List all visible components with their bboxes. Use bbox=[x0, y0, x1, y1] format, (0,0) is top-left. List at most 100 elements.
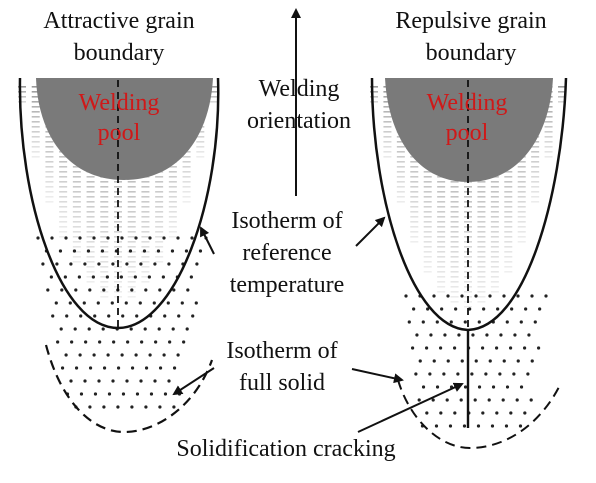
grain-mark bbox=[72, 166, 81, 168]
grain-mark bbox=[18, 96, 26, 98]
equiaxed-dot bbox=[512, 372, 516, 376]
equiaxed-dot bbox=[133, 275, 137, 279]
grain-mark bbox=[410, 161, 419, 163]
solid-isotherm-label: Isotherm of full solid bbox=[204, 338, 360, 396]
grain-mark bbox=[141, 261, 150, 263]
grain-mark bbox=[370, 96, 378, 98]
grain-mark bbox=[410, 236, 419, 238]
grain-mark bbox=[544, 146, 553, 148]
grain-mark bbox=[86, 276, 95, 278]
grain-mark bbox=[558, 96, 566, 98]
grain-mark bbox=[396, 191, 405, 193]
equiaxed-dot bbox=[128, 249, 133, 253]
equiaxed-dot bbox=[426, 307, 430, 311]
grain-mark bbox=[410, 191, 419, 193]
equiaxed-dot bbox=[460, 359, 464, 363]
equiaxed-dot bbox=[448, 424, 453, 428]
equiaxed-dot bbox=[78, 353, 82, 357]
grain-mark bbox=[504, 206, 513, 208]
grain-mark bbox=[45, 136, 54, 138]
equiaxed-dot bbox=[55, 262, 59, 266]
grain-mark bbox=[437, 186, 446, 188]
equiaxed-dot bbox=[415, 333, 419, 337]
grain-mark bbox=[45, 186, 54, 188]
grain-mark bbox=[196, 136, 205, 138]
grain-mark bbox=[210, 91, 218, 93]
equiaxed-dot bbox=[191, 314, 195, 318]
equiaxed-dot bbox=[487, 398, 491, 402]
grain-mark bbox=[155, 206, 164, 208]
grain-mark bbox=[127, 286, 136, 288]
grain-mark bbox=[477, 216, 486, 218]
grain-mark bbox=[114, 196, 122, 198]
equiaxed-dot bbox=[172, 288, 176, 292]
grain-mark bbox=[531, 186, 540, 188]
grain-mark bbox=[182, 161, 191, 163]
equiaxed-dot bbox=[93, 314, 97, 318]
equiaxed-dot bbox=[163, 314, 167, 318]
grain-mark bbox=[464, 221, 472, 223]
equiaxed-dot bbox=[134, 236, 138, 240]
grain-mark bbox=[114, 211, 122, 213]
grain-mark bbox=[100, 241, 109, 243]
grain-mark bbox=[437, 181, 446, 183]
equiaxed-dot bbox=[162, 236, 166, 240]
equiaxed-dot bbox=[414, 372, 418, 376]
grain-mark bbox=[396, 201, 405, 203]
grain-mark bbox=[72, 186, 81, 188]
grain-mark bbox=[504, 196, 513, 198]
grain-mark bbox=[100, 246, 109, 248]
grain-mark bbox=[100, 261, 109, 263]
grain-mark bbox=[141, 221, 150, 223]
grain-mark bbox=[141, 266, 150, 268]
equiaxed-dot bbox=[177, 392, 182, 396]
grain-mark bbox=[31, 151, 40, 153]
equiaxed-dot bbox=[69, 262, 73, 266]
grain-mark bbox=[72, 216, 81, 218]
grain-mark bbox=[182, 176, 191, 178]
equiaxed-dot bbox=[424, 346, 429, 350]
equiaxed-dot bbox=[459, 398, 463, 402]
grain-mark bbox=[450, 301, 459, 303]
equiaxed-dot bbox=[474, 294, 478, 298]
equiaxed-dot bbox=[68, 301, 72, 305]
grain-mark bbox=[504, 176, 513, 178]
equiaxed-dot bbox=[107, 392, 112, 396]
equiaxed-dot bbox=[445, 398, 449, 402]
grain-mark bbox=[437, 286, 446, 288]
grain-mark bbox=[396, 181, 405, 183]
equiaxed-dot bbox=[74, 288, 78, 292]
grain-mark bbox=[517, 216, 526, 218]
grain-mark bbox=[464, 281, 472, 283]
grain-mark bbox=[450, 286, 459, 288]
grain-mark bbox=[531, 166, 540, 168]
grain-mark bbox=[114, 271, 122, 273]
grain-mark bbox=[31, 86, 40, 88]
equiaxed-dot bbox=[50, 236, 54, 240]
grain-mark bbox=[410, 206, 419, 208]
grain-mark bbox=[31, 101, 40, 103]
grain-mark bbox=[59, 166, 68, 168]
grain-mark bbox=[396, 146, 405, 148]
equiaxed-dot bbox=[64, 236, 68, 240]
equiaxed-dot bbox=[78, 236, 82, 240]
grain-mark bbox=[182, 191, 191, 193]
grain-mark bbox=[31, 131, 40, 133]
grain-mark bbox=[504, 201, 513, 203]
grain-mark bbox=[155, 221, 164, 223]
grain-mark bbox=[45, 176, 54, 178]
grain-mark bbox=[127, 246, 136, 248]
equiaxed-dot bbox=[157, 327, 161, 331]
left-reference-isotherm bbox=[18, 77, 220, 330]
grain-mark bbox=[210, 86, 218, 88]
grain-mark bbox=[504, 241, 513, 243]
equiaxed-dot bbox=[167, 262, 171, 266]
grain-mark bbox=[437, 226, 446, 228]
grain-mark bbox=[544, 121, 553, 123]
grain-mark bbox=[504, 236, 513, 238]
grain-mark bbox=[155, 256, 164, 258]
grain-mark bbox=[531, 171, 540, 173]
equiaxed-dot bbox=[504, 424, 509, 428]
grain-mark bbox=[423, 236, 432, 238]
